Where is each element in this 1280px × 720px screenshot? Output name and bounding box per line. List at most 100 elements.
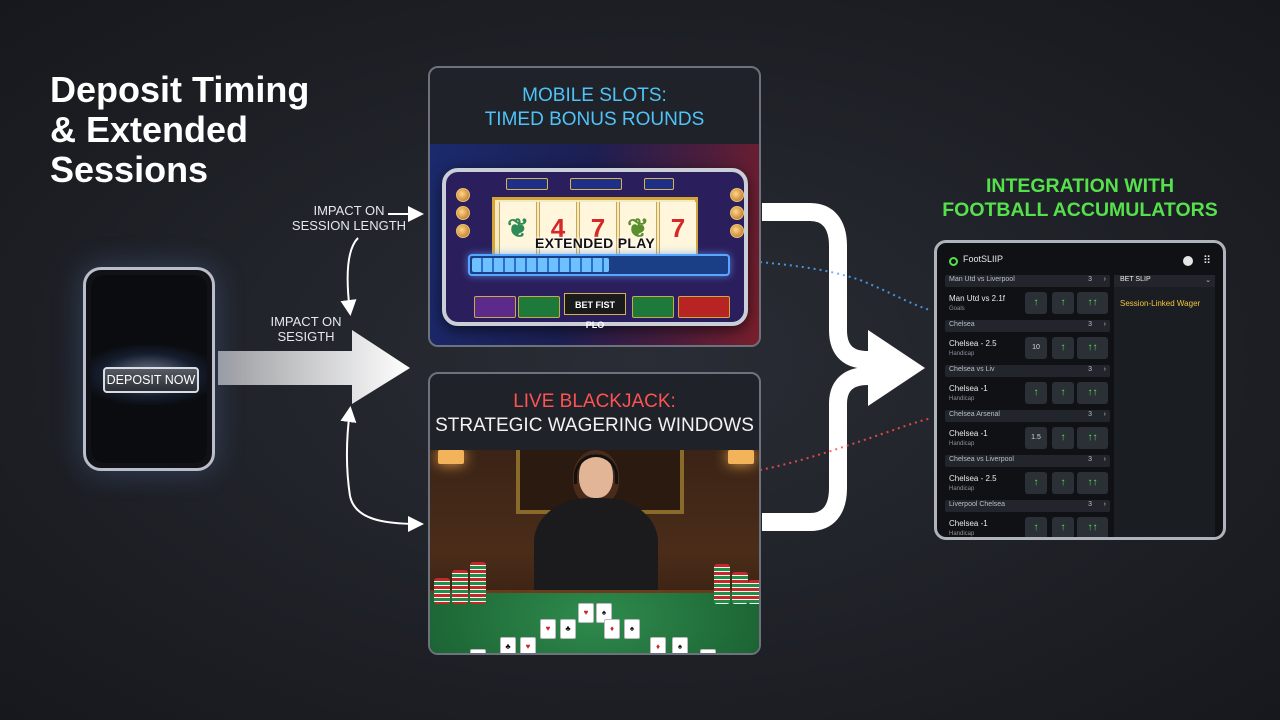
odds-up-arrow-icon[interactable]: ↑	[1052, 472, 1074, 494]
match-group-label: Chelsea Arsenal	[949, 411, 1000, 418]
match-group-header: Chelsea vs Liverpool 3 ›	[945, 455, 1110, 467]
match-group-count: 3	[1088, 366, 1092, 373]
match-name: Chelsea -1	[949, 384, 988, 393]
odds-button[interactable]: 1.5	[1025, 427, 1047, 449]
wall-lamp	[728, 450, 754, 464]
slot-side-icon	[730, 188, 744, 202]
slot-bottom-button[interactable]	[518, 296, 560, 318]
match-group-header: Chelsea vs Liv 3 ›	[945, 365, 1110, 377]
app-header: FootSLIIP ⠿	[945, 253, 1215, 271]
odds-up-arrow-icon[interactable]: ↑↑	[1077, 472, 1108, 494]
chevron-right-icon[interactable]: ›	[1103, 276, 1106, 283]
chevron-down-icon[interactable]: ⌄	[1205, 277, 1211, 284]
odds-up-arrow-icon[interactable]: ↑↑	[1077, 517, 1108, 537]
football-title-line-2: FOOTBALL ACCUMULATORS	[942, 199, 1218, 221]
bet-slip-panel: BET SLIP ⌄ Session-Linked Wager	[1114, 275, 1215, 537]
playing-card: ♥	[470, 649, 486, 653]
slot-side-icon	[730, 206, 744, 220]
odds-up-arrow-icon[interactable]: ↑	[1025, 292, 1047, 314]
football-title-line-1: INTEGRATION WITH	[985, 175, 1175, 197]
match-group-count: 3	[1088, 276, 1092, 283]
match-name: Man Utd vs 2.1f	[949, 294, 1006, 303]
chip-stack	[714, 564, 730, 604]
slot-bet-button[interactable]: BET FIST PLO	[564, 293, 626, 330]
slot-top-button	[506, 178, 548, 190]
odds-up-arrow-icon[interactable]: ↑↑	[1077, 337, 1108, 359]
match-name: Chelsea - 2.5	[949, 474, 997, 483]
chip-stack	[452, 570, 468, 604]
slot-side-icon	[456, 206, 470, 220]
slot-side-icon	[456, 188, 470, 202]
playing-card: ♣	[560, 619, 576, 639]
chevron-right-icon[interactable]: ›	[1103, 411, 1106, 418]
match-name: Chelsea -1	[949, 519, 988, 528]
odds-up-arrow-icon[interactable]: ↑↑	[1077, 382, 1108, 404]
playing-card: ♥	[540, 619, 556, 639]
red-trail	[759, 417, 933, 471]
chevron-right-icon[interactable]: ›	[1103, 456, 1106, 463]
slot-bottom-button[interactable]	[678, 296, 730, 318]
profile-icon[interactable]	[1183, 256, 1193, 266]
playing-card: ♣	[500, 637, 516, 653]
chip-stack	[434, 578, 450, 604]
blue-trail	[759, 261, 931, 311]
merge-arrow-top	[762, 203, 869, 369]
bonus-progress-fill	[472, 258, 609, 272]
reel-symbol: 7	[579, 202, 617, 254]
dealer-body	[534, 498, 658, 598]
reel-symbol: ❦	[619, 202, 657, 254]
slot-top-button	[644, 178, 674, 190]
main-arrow	[218, 330, 410, 404]
odds-up-arrow-icon[interactable]: ↑	[1025, 472, 1047, 494]
odds-up-arrow-icon[interactable]: ↑	[1052, 337, 1074, 359]
match-group-count: 3	[1088, 456, 1092, 463]
bonus-progress-bar	[468, 254, 730, 276]
chip-stack	[470, 562, 486, 604]
arrow-session-down	[340, 237, 359, 316]
phone: DEPOSIT NOW	[83, 267, 215, 471]
match-group-label: Liverpool Chelsea	[949, 501, 1006, 508]
odds-up-arrow-icon[interactable]: ↑↑	[1077, 292, 1108, 314]
match-market: Handicap	[949, 531, 975, 537]
odds-button[interactable]: 10	[1025, 337, 1047, 359]
match-group-label: Chelsea vs Liv	[949, 366, 995, 373]
odds-up-arrow-icon[interactable]: ↑	[1025, 517, 1047, 537]
slot-bottom-button[interactable]	[632, 296, 674, 318]
label-line-2: SESIGTH	[277, 329, 335, 344]
odds-up-arrow-icon[interactable]: ↑↑	[1077, 427, 1108, 449]
match-market: Goals	[949, 306, 965, 312]
chevron-right-icon[interactable]: ›	[1103, 501, 1106, 508]
playing-card: ♥	[578, 603, 594, 623]
arrow-up-to-main	[340, 406, 357, 497]
slots-title-line-1: MOBILE SLOTS:	[522, 85, 667, 106]
label-line-1: IMPACT ON	[270, 314, 342, 329]
match-name: Chelsea - 2.5	[949, 339, 997, 348]
match-group-count: 3	[1088, 321, 1092, 328]
slot-bottom-button[interactable]	[474, 296, 516, 318]
title-line-2: & Extended	[50, 109, 249, 150]
match-group-label: Chelsea vs Liverpool	[949, 456, 1014, 463]
label-line-2: SESSION LENGTH	[291, 218, 407, 233]
blackjack-title-line-1: LIVE BLACKJACK:	[513, 391, 676, 412]
page-title: Deposit Timing & Extended Sessions	[50, 70, 380, 190]
slots-title-line-2: TIMED BONUS ROUNDS	[484, 109, 705, 130]
odds-up-arrow-icon[interactable]: ↑	[1052, 517, 1074, 537]
grid-menu-icon[interactable]: ⠿	[1202, 255, 1211, 267]
slot-side-icon	[730, 224, 744, 238]
match-market: Handicap	[949, 351, 975, 357]
chip-stack	[748, 580, 759, 604]
odds-up-arrow-icon[interactable]: ↑	[1025, 382, 1047, 404]
session-linked-wager[interactable]: Session-Linked Wager	[1120, 299, 1201, 308]
app-name: FootSLIIP	[963, 254, 1004, 264]
chevron-right-icon[interactable]: ›	[1103, 321, 1106, 328]
odds-up-arrow-icon[interactable]: ↑	[1052, 427, 1074, 449]
chevron-right-icon[interactable]: ›	[1103, 366, 1106, 373]
odds-up-arrow-icon[interactable]: ↑	[1052, 382, 1074, 404]
deposit-now-button[interactable]: DEPOSIT NOW	[103, 367, 199, 393]
odds-up-arrow-icon[interactable]: ↑	[1052, 292, 1074, 314]
